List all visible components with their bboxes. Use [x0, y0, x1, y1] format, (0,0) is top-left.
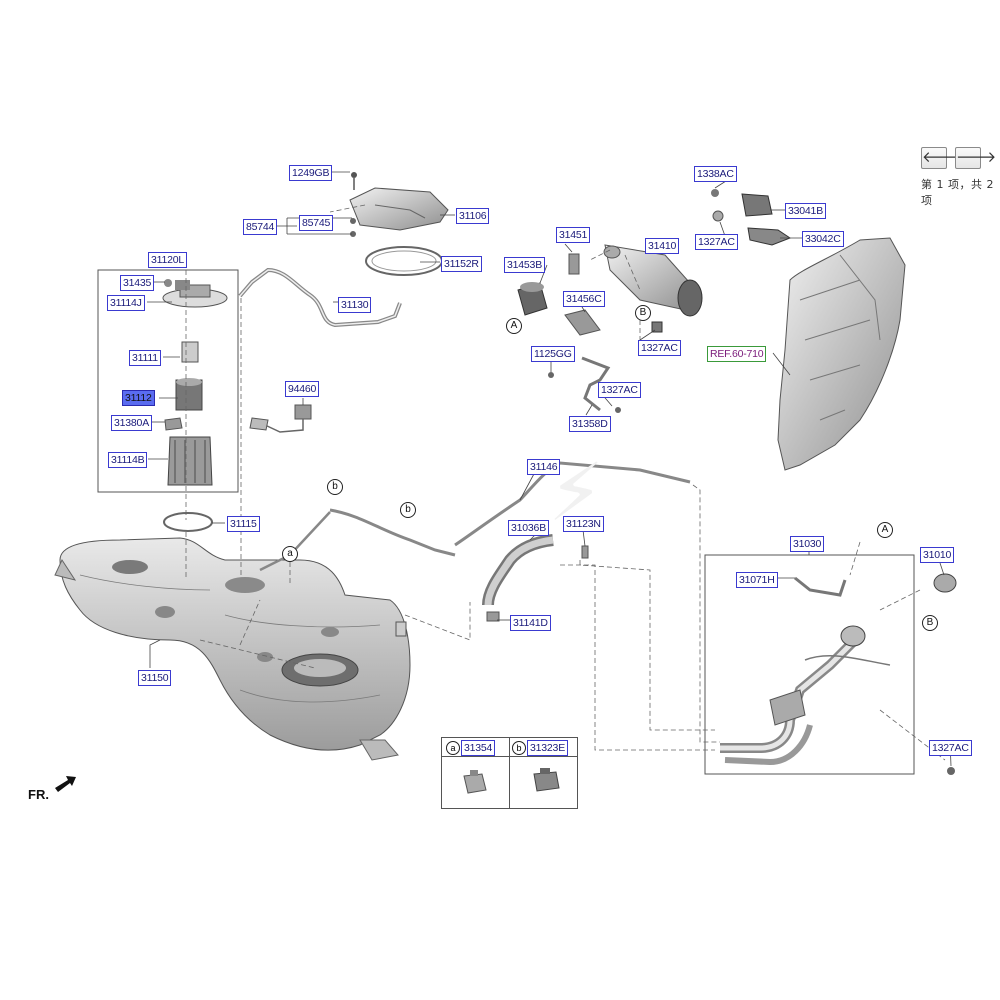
part-label-31106[interactable]: 31106: [456, 208, 490, 224]
part-label-31123N[interactable]: 31123N: [563, 516, 604, 532]
part-label-31323E[interactable]: 31323E: [527, 740, 569, 756]
callout-A-canister: A: [506, 318, 522, 334]
part-label-31453B[interactable]: 31453B: [504, 257, 546, 273]
part-label-31111[interactable]: 31111: [129, 350, 161, 366]
part-label-31435[interactable]: 31435: [120, 275, 155, 291]
callout-a-clip: a: [282, 546, 298, 562]
callout-B-pump: B: [635, 305, 651, 321]
legend-letter-b: b: [512, 741, 526, 755]
part-label-33042C[interactable]: 33042C: [802, 231, 844, 247]
gasket-ring-31115: [163, 512, 213, 532]
prev-button[interactable]: 🡐: [921, 147, 962, 169]
part-label-31358D[interactable]: 31358D: [569, 416, 611, 432]
fuel-tank-shape: [54, 537, 411, 761]
part-label-1327AC-a[interactable]: 1327AC: [638, 340, 681, 356]
part-label-31456C[interactable]: 31456C: [563, 291, 605, 307]
canister-parts: [517, 244, 703, 413]
part-label-1338AC[interactable]: 1338AC: [694, 166, 737, 182]
part-label-31036B[interactable]: 31036B: [508, 520, 550, 536]
callout-B-filler: B: [922, 615, 938, 631]
part-label-1327AC-d[interactable]: 1327AC: [929, 740, 972, 756]
pager-text: 第 1 项，共 2 项: [921, 178, 994, 207]
part-label-31130[interactable]: 31130: [338, 297, 372, 313]
part-label-1327AC-b[interactable]: 1327AC: [598, 382, 641, 398]
bracket-parts: [711, 189, 792, 246]
part-label-31030[interactable]: 31030: [790, 536, 825, 552]
filler-neck-assembly: [720, 573, 957, 775]
clip-legend-table: a 31354 b 31323E: [441, 737, 578, 809]
legend-divider: [509, 738, 510, 808]
arrow-right-icon: 🡒: [956, 149, 997, 166]
part-label-31150[interactable]: 31150: [138, 670, 172, 686]
part-label-31071H[interactable]: 31071H: [736, 572, 778, 588]
part-label-31114B[interactable]: 31114B: [108, 452, 148, 468]
pump-module-box: [97, 269, 239, 493]
part-label-1249GB[interactable]: 1249GB: [289, 165, 333, 181]
part-label-31114J[interactable]: 31114J: [107, 295, 145, 311]
filler-neck-box: [704, 554, 915, 775]
tank-cover-plate: [349, 172, 449, 276]
front-arrow-icon: [55, 776, 76, 792]
part-label-85744[interactable]: 85744: [243, 219, 278, 235]
part-label-85745[interactable]: 85745: [299, 215, 334, 231]
ref-label-60-710[interactable]: REF.60-710: [707, 346, 767, 362]
legend-letter-a: a: [446, 741, 460, 755]
callout-A-filler: A: [877, 522, 893, 538]
part-label-33041B[interactable]: 33041B: [785, 203, 827, 219]
part-label-31112-selected[interactable]: 31112: [122, 390, 155, 406]
next-button[interactable]: 🡒: [955, 147, 996, 169]
part-label-31152R[interactable]: 31152R: [441, 256, 482, 272]
fuel-line-31130: [238, 267, 402, 328]
part-label-31010[interactable]: 31010: [920, 547, 955, 563]
arrow-left-icon: 🡐: [922, 149, 963, 166]
part-label-31410[interactable]: 31410: [645, 238, 680, 254]
part-label-31380A[interactable]: 31380A: [111, 415, 153, 431]
part-label-1327AC-c[interactable]: 1327AC: [695, 234, 738, 250]
part-label-1125GG[interactable]: 1125GG: [531, 346, 575, 362]
legend-clip-icons: [463, 768, 560, 794]
part-label-31354[interactable]: 31354: [461, 740, 496, 756]
part-label-94460[interactable]: 94460: [285, 381, 320, 397]
part-label-31115[interactable]: 31115: [227, 516, 260, 532]
fuel-pump-module-parts: [162, 279, 228, 486]
part-label-31141D[interactable]: 31141D: [510, 615, 551, 631]
part-label-31120L[interactable]: 31120L: [148, 252, 188, 268]
fuel-sender-94460: [249, 404, 312, 433]
callout-b-line: b: [327, 479, 343, 495]
part-label-31146[interactable]: 31146: [527, 459, 561, 475]
callout-b-line-2: b: [400, 502, 416, 518]
front-orientation-label: FR.: [28, 787, 49, 802]
body-panel: [777, 237, 906, 471]
part-label-31451[interactable]: 31451: [556, 227, 591, 243]
